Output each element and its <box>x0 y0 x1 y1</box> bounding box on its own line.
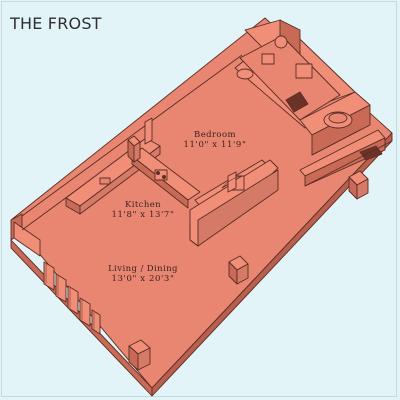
vanity <box>295 63 313 79</box>
living-name: Living / Dining <box>108 264 178 274</box>
sink <box>99 177 111 185</box>
kitchen-name: Kitchen <box>124 200 162 210</box>
stove <box>154 169 168 181</box>
windows <box>43 261 101 335</box>
kitchen-label: Kitchen 11'8" x 13'7" <box>98 200 188 220</box>
structural-columns <box>127 135 369 371</box>
kitchen-dims: 11'8" x 13'7" <box>111 210 175 221</box>
bedroom-name: Bedroom <box>194 130 236 140</box>
plan-title: THE FROST <box>10 14 102 33</box>
stair-icon <box>285 91 309 113</box>
bedroom-label: Bedroom 11'0" x 11'9" <box>170 130 260 150</box>
living-label: Living / Dining 13'0" x 20'3" <box>88 264 198 284</box>
water-heater <box>274 35 288 49</box>
living-left-wall <box>13 221 41 257</box>
living-dims: 13'0" x 20'3" <box>111 274 175 285</box>
bedroom-door <box>227 171 237 193</box>
bedroom-dims: 11'0" x 11'9" <box>183 140 247 151</box>
bedroom-wall-left <box>141 54 243 129</box>
